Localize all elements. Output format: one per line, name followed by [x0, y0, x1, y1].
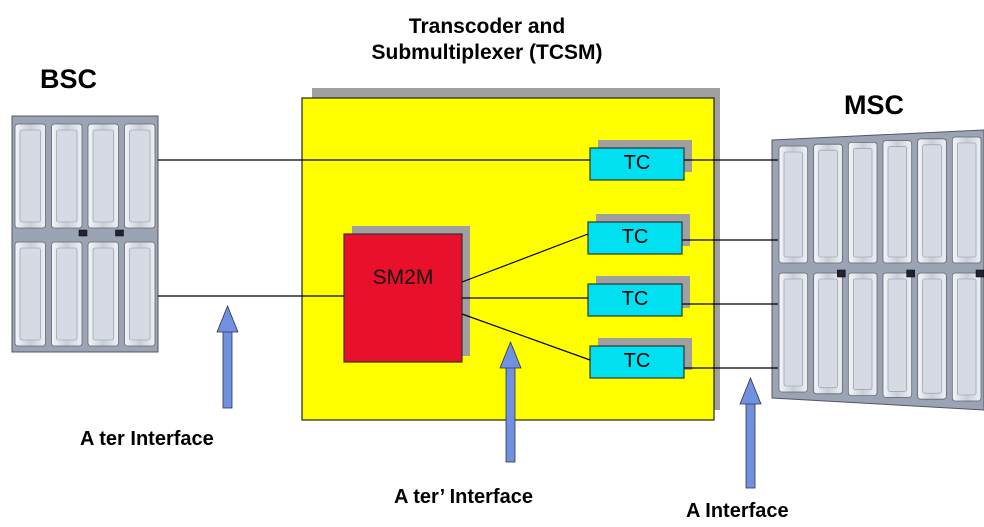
ater-interface-label: A ter Interface	[80, 428, 214, 450]
msc-rack-panel-inset	[957, 278, 977, 396]
msc-rack	[771, 129, 984, 411]
bsc-rack-panel-inset	[19, 129, 41, 223]
bsc-rack-badge	[78, 229, 88, 237]
a-interface-label: A Interface	[686, 500, 789, 522]
tc-box-4	[589, 338, 692, 379]
bsc-rack-panel-inset	[129, 247, 151, 341]
msc-rack-panel-inset	[957, 142, 977, 258]
ater-prime-interface-label: A ter’ Interface	[394, 486, 533, 508]
msc-rack-panel-inset	[818, 149, 838, 258]
bsc-rack-panel-inset	[92, 247, 114, 341]
a-interface-arrow	[739, 376, 762, 489]
bsc-rack-badge	[115, 229, 124, 237]
sm2m-label: SM2M	[372, 266, 434, 289]
msc-rack-panel-inset	[887, 146, 907, 258]
ater-prime-interface-arrow	[499, 340, 522, 463]
tc-label-2: TC	[621, 226, 649, 248]
bsc-rack-panel-inset	[56, 129, 78, 223]
msc-rack-badge	[906, 269, 915, 278]
msc-rack-panel-inset	[783, 151, 803, 258]
msc-rack-panel-inset	[783, 278, 803, 387]
msc-rack-panel-inset	[922, 144, 942, 258]
msc-rack-panel-inset	[818, 278, 838, 389]
msc-rack-panel-inset	[922, 278, 942, 394]
link-sm2m-tc4	[461, 313, 591, 361]
bsc-rack-panel-inset	[92, 129, 114, 223]
msc-rack-panel-inset	[887, 278, 907, 392]
tc-box-3	[587, 276, 690, 317]
tc-label-4: TC	[623, 350, 651, 372]
msc-rack-badge	[837, 269, 846, 278]
ater-interface-arrow	[216, 304, 239, 409]
link-sm2m-tc2	[461, 233, 589, 283]
msc-rack-badge	[975, 269, 984, 278]
tc-label-3: TC	[621, 288, 649, 310]
tcsm-title-line2: Submultiplexer (TCSM)	[371, 41, 603, 64]
sm2m-box	[343, 233, 463, 363]
tc-box-2	[587, 214, 690, 255]
bsc-rack-panel-inset	[56, 247, 78, 341]
tcsm-title-line1: Transcoder and	[408, 15, 566, 38]
bsc-rack-panel-inset	[19, 247, 41, 341]
msc-rack-panel-inset	[853, 148, 873, 258]
bsc-rack	[11, 115, 159, 353]
bsc-rack-panel-inset	[129, 129, 151, 223]
msc-rack-panel-inset	[853, 278, 873, 390]
connection-lines	[158, 159, 778, 369]
tc-box-1	[589, 140, 692, 181]
tc-label-1: TC	[623, 152, 651, 174]
msc-label: MSC	[844, 90, 904, 120]
bsc-label: BSC	[40, 64, 98, 94]
